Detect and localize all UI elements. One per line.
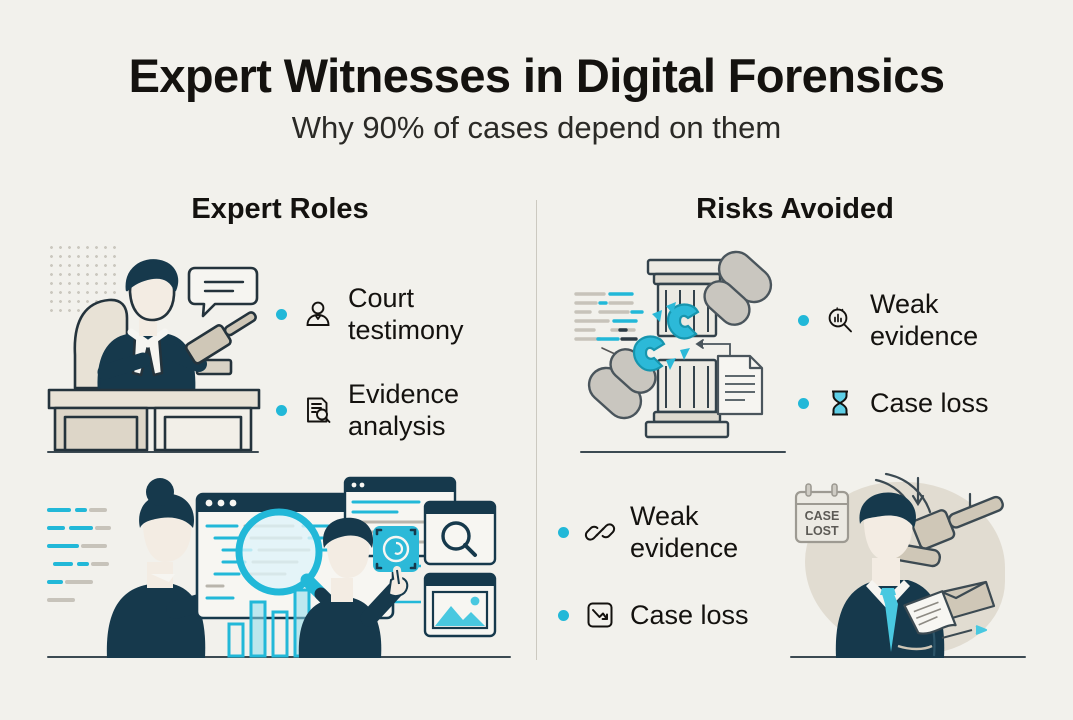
- bullet-dot: [276, 308, 287, 320]
- bullet-dot: [798, 314, 809, 326]
- calendar-line-2: LOST: [805, 524, 839, 538]
- list-item[interactable]: Weak evidence: [558, 500, 806, 564]
- forensic-analysts-illustration: [47, 470, 513, 658]
- column-divider: [536, 200, 537, 660]
- list-item[interactable]: Evidence analysis: [276, 378, 524, 442]
- list-item-label: Weak evidence: [630, 501, 739, 563]
- bullet-dot: [276, 404, 287, 416]
- expert-roles-list: Court testimony Evidence analysis: [276, 282, 524, 464]
- section-heading-expert-roles: Expert Roles: [191, 193, 369, 225]
- list-item[interactable]: Case loss: [798, 386, 1046, 420]
- declining-chart-icon: [583, 598, 617, 632]
- document-magnifier-icon: [301, 393, 335, 427]
- page-subtitle: Why 90% of cases depend on them: [291, 110, 782, 145]
- judge-at-bench-illustration: [47, 240, 262, 455]
- baseline-rule-top-left: [47, 451, 259, 453]
- person-icon: [301, 297, 335, 331]
- broken-chain-of-custody-illustration: [570, 248, 790, 453]
- bullet-dot: [558, 609, 569, 621]
- list-item-label: Weak evidence: [870, 289, 979, 351]
- broken-chain-icon: [583, 515, 617, 549]
- section-heading-risks-avoided: Risks Avoided: [696, 193, 894, 225]
- bullet-dot: [798, 397, 809, 409]
- magnifier-chart-icon: [823, 303, 857, 337]
- list-item-label: Court testimony: [348, 283, 464, 345]
- list-item[interactable]: Case loss: [558, 598, 806, 632]
- baseline-rule-top-right: [580, 451, 786, 453]
- page-title: Expert Witnesses in Digital Forensics: [128, 49, 945, 102]
- risks-bottom-list: Weak evidence Case loss: [558, 500, 806, 654]
- list-item[interactable]: Court testimony: [276, 282, 524, 346]
- bullet-dot: [558, 526, 569, 538]
- calendar-line-1: CASE: [805, 509, 840, 523]
- hourglass-icon: [823, 386, 857, 420]
- list-item-label: Case loss: [630, 600, 749, 630]
- list-item[interactable]: Weak evidence: [798, 288, 1046, 352]
- list-item-label: Case loss: [870, 388, 989, 418]
- defeated-lawyer-illustration: CASE LOST: [790, 470, 1026, 658]
- list-item-label: Evidence analysis: [348, 379, 460, 441]
- risks-top-list: Weak evidence Case loss: [798, 288, 1046, 442]
